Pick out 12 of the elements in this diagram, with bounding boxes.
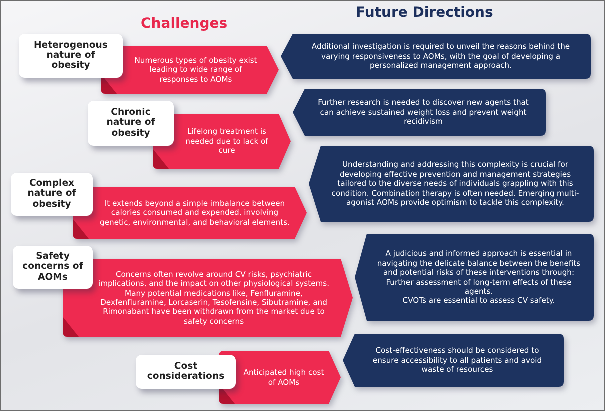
challenge-heading: Heterogenous nature of obesity bbox=[19, 34, 123, 78]
direction-panel bbox=[293, 89, 546, 136]
column-heading: Future Directions bbox=[356, 6, 494, 22]
direction-panel bbox=[343, 334, 564, 387]
direction-panel bbox=[355, 234, 594, 321]
direction-panel bbox=[281, 34, 591, 79]
challenge-heading: Cost considerations bbox=[136, 355, 236, 389]
challenge-heading: Chronic nature of obesity bbox=[88, 101, 174, 146]
challenge-heading: Safety concerns of AOMs bbox=[13, 246, 93, 289]
column-heading: Challenges bbox=[141, 17, 228, 32]
challenge-heading: Complex nature of obesity bbox=[11, 173, 93, 216]
direction-panel bbox=[309, 146, 594, 222]
